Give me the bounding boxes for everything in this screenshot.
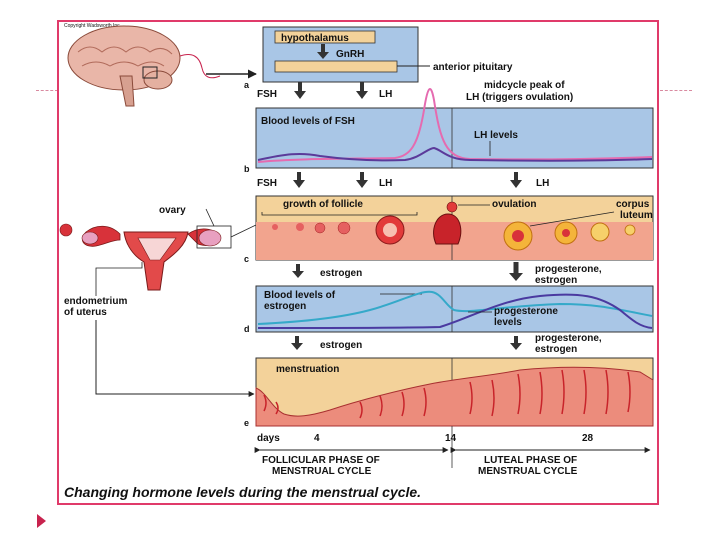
corpus-luteum-line2: luteum	[620, 210, 653, 221]
lh-arrow-b	[356, 180, 368, 188]
brain-illustration	[67, 25, 221, 107]
endometrium-line1: endometrium	[64, 296, 127, 307]
ovary-pointer	[205, 208, 215, 227]
progesterone-arrow-d	[510, 343, 522, 350]
hypothalamus-label: hypothalamus	[281, 33, 349, 44]
uterine-glands	[263, 369, 631, 419]
figure-caption: Changing hormone levels during the menst…	[64, 484, 422, 500]
progesterone-label-d2: estrogen	[535, 344, 577, 355]
luteal-phase-line1: LUTEAL PHASE OF	[484, 455, 577, 466]
fsh-arrow-a	[294, 91, 306, 99]
progesterone-label-d1: progesterone,	[535, 333, 602, 344]
progesterone-levels-line1: progesterone	[494, 306, 558, 317]
fsh-label-a: FSH	[257, 89, 277, 100]
days-label: days	[257, 433, 280, 444]
endometrium-pointer	[95, 262, 143, 296]
panel-letter-d: d	[244, 324, 250, 334]
ovary-label: ovary	[159, 205, 186, 216]
fsh-label-b: FSH	[257, 178, 277, 189]
panel-letter-c: c	[244, 254, 249, 264]
ovulating-follicle	[433, 213, 462, 245]
panel-letter-b: b	[244, 164, 250, 174]
estrogen-arrow-c	[292, 271, 304, 278]
blood-estrogen-line2: estrogen	[264, 301, 306, 312]
midcycle-peak-line2: LH (triggers ovulation)	[466, 92, 573, 103]
lh-label-a: LH	[379, 89, 392, 100]
follicle-1	[272, 224, 278, 230]
gnrh-label: GnRH	[336, 49, 364, 60]
progesterone-levels-line2: levels	[494, 317, 522, 328]
corpus-luteum-line1: corpus	[616, 199, 650, 210]
anterior-pituitary-label: anterior pituitary	[433, 62, 513, 73]
progesterone-label-c1: progesterone,	[535, 264, 602, 275]
blood-estrogen-line1: Blood levels of	[264, 290, 336, 301]
follicular-phase-line2: MENSTRUAL CYCLE	[272, 466, 372, 477]
right-dashed-rule	[660, 90, 692, 91]
progesterone-label-c2: estrogen	[535, 275, 577, 286]
fsh-arrow-b	[293, 180, 305, 188]
estrogen-curve	[257, 290, 653, 325]
lh-arrow-a	[356, 91, 368, 99]
luteal-phase-line2: MENSTRUAL CYCLE	[478, 466, 578, 477]
lh-levels-label: LH levels	[474, 130, 518, 141]
endometrium-to-panel-e-arrow	[95, 320, 255, 397]
follicular-phase-line1: FOLLICULAR PHASE OF	[262, 455, 380, 466]
day-14-label: 14	[445, 433, 457, 444]
lh-label-b2: LH	[536, 178, 549, 189]
day-28-label: 28	[582, 433, 594, 444]
endometrium-lining	[255, 366, 654, 427]
estrogen-arrow-d	[291, 343, 303, 350]
follicle-3	[314, 222, 326, 234]
panel-letter-e: e	[244, 418, 249, 428]
endometrium-line2: of uterus	[64, 307, 107, 318]
hypothalamus-box	[274, 30, 376, 44]
growth-follicle-label: growth of follicle	[283, 199, 363, 210]
ovary-to-panel-line	[230, 223, 259, 238]
corpus-luteum-3	[590, 222, 610, 242]
progesterone-curve	[257, 293, 653, 329]
lh-curve	[257, 88, 653, 163]
copyright-credit: Copyright Wadsworth Inc	[64, 23, 120, 29]
corpus-luteum-4	[624, 224, 636, 236]
estrogen-progesterone-graph-panel	[255, 285, 654, 333]
next-slide-arrow-icon[interactable]	[37, 514, 46, 528]
blood-fsh-label: Blood levels of FSH	[261, 116, 355, 127]
anterior-pituitary-box	[274, 60, 398, 73]
lh-arrow-b2	[510, 180, 522, 188]
estrogen-label-c: estrogen	[320, 268, 362, 279]
follicle-2	[296, 223, 304, 231]
menstruation-label: menstruation	[276, 364, 339, 375]
estrogen-label-d: estrogen	[320, 340, 362, 351]
progesterone-arrow-c	[509, 273, 523, 281]
fsh-curve	[257, 146, 653, 162]
panel-letter-a: a	[244, 80, 250, 90]
midcycle-peak-line1: midcycle peak of	[484, 80, 565, 91]
ovulation-label: ovulation	[492, 199, 536, 210]
left-dashed-rule	[36, 90, 58, 91]
day-4-label: 4	[314, 433, 320, 444]
follicle-4	[337, 221, 351, 235]
lh-label-b: LH	[379, 178, 392, 189]
uterus-illustration	[59, 223, 232, 291]
